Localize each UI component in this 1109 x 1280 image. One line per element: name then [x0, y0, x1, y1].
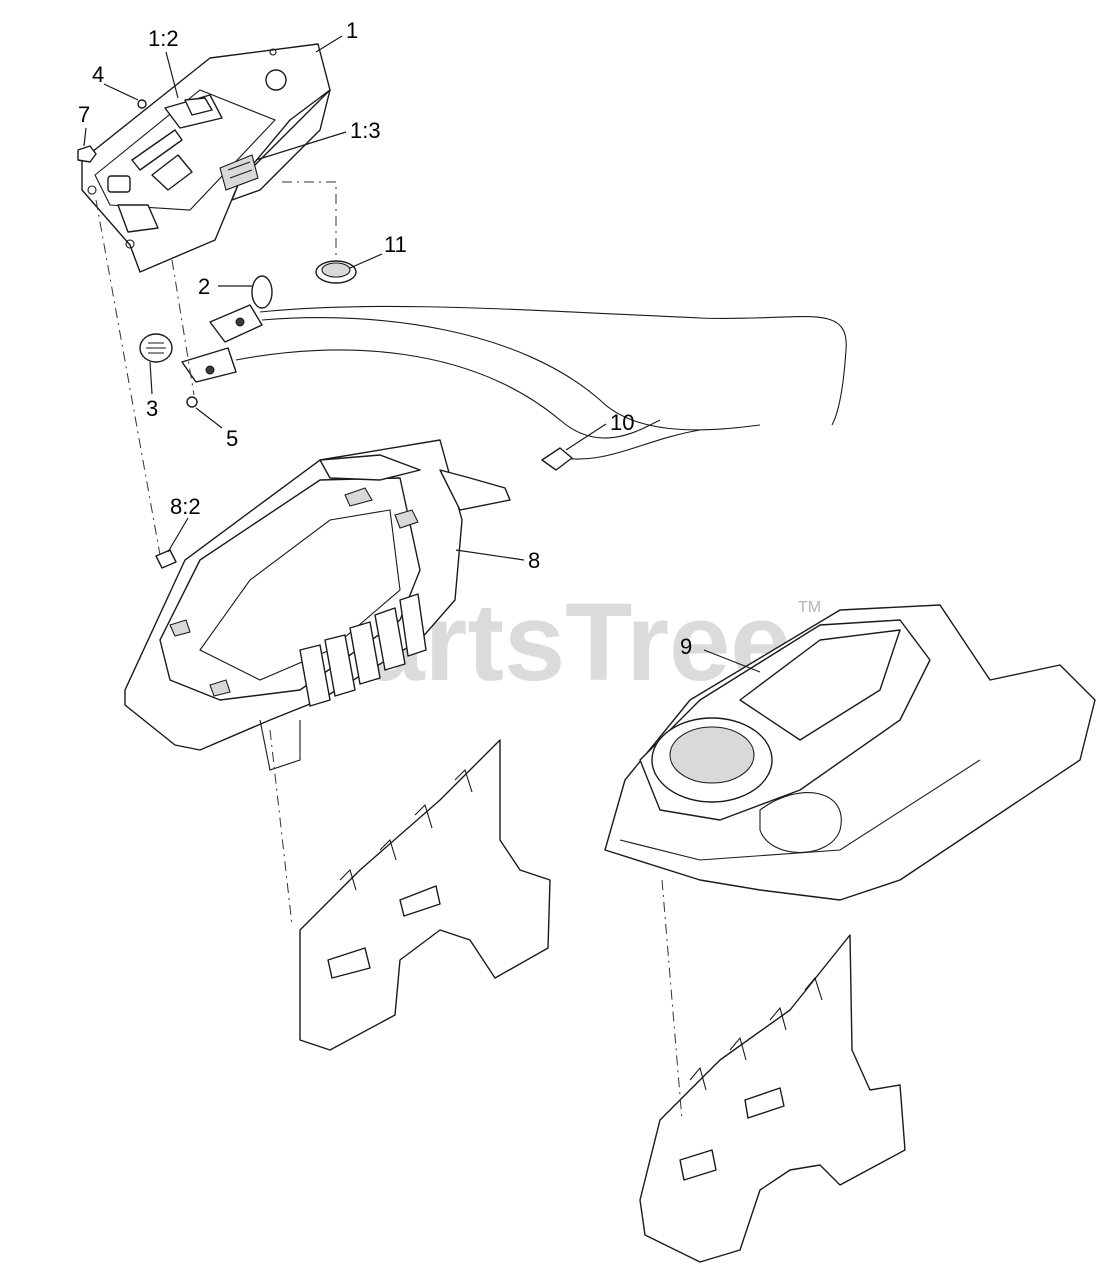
decal-1-3 [219, 154, 259, 191]
clip-10 [541, 447, 573, 471]
callout-8: 8 [528, 548, 540, 573]
callout-10: 10 [610, 410, 634, 435]
callout-3: 3 [146, 396, 158, 421]
callout-1-2: 1:2 [148, 26, 179, 51]
callout-11: 11 [384, 232, 407, 257]
cable-10 [235, 305, 847, 460]
screw-4 [137, 99, 147, 109]
callout-4: 4 [92, 62, 104, 87]
switch-2 [209, 275, 273, 343]
left-console-tub [124, 439, 511, 771]
watermark-trademark: TM [798, 599, 821, 616]
callout-8-2: 8:2 [170, 494, 201, 519]
callout-1-3: 1:3 [350, 118, 381, 143]
right-console [604, 604, 1096, 901]
leader-lines [83, 35, 761, 673]
assembly-lines [95, 181, 683, 1121]
callout-5: 5 [226, 426, 238, 451]
clip-8-2 [155, 549, 177, 569]
switch-3 [139, 333, 237, 383]
callout-7: 7 [78, 102, 90, 127]
callout-9: 9 [680, 634, 692, 659]
callout-1: 1 [346, 18, 358, 43]
grommet-11 [315, 260, 357, 284]
right-mounting-bracket [639, 934, 906, 1263]
callout-2: 2 [198, 274, 210, 299]
control-panel-plate [81, 43, 331, 273]
left-mounting-bracket [299, 739, 551, 1051]
callout-labels: 1 1:2 1:3 2 3 4 5 7 8 8:2 9 10 11 [78, 18, 692, 659]
nut-7 [77, 145, 97, 163]
nut-5 [186, 396, 198, 408]
